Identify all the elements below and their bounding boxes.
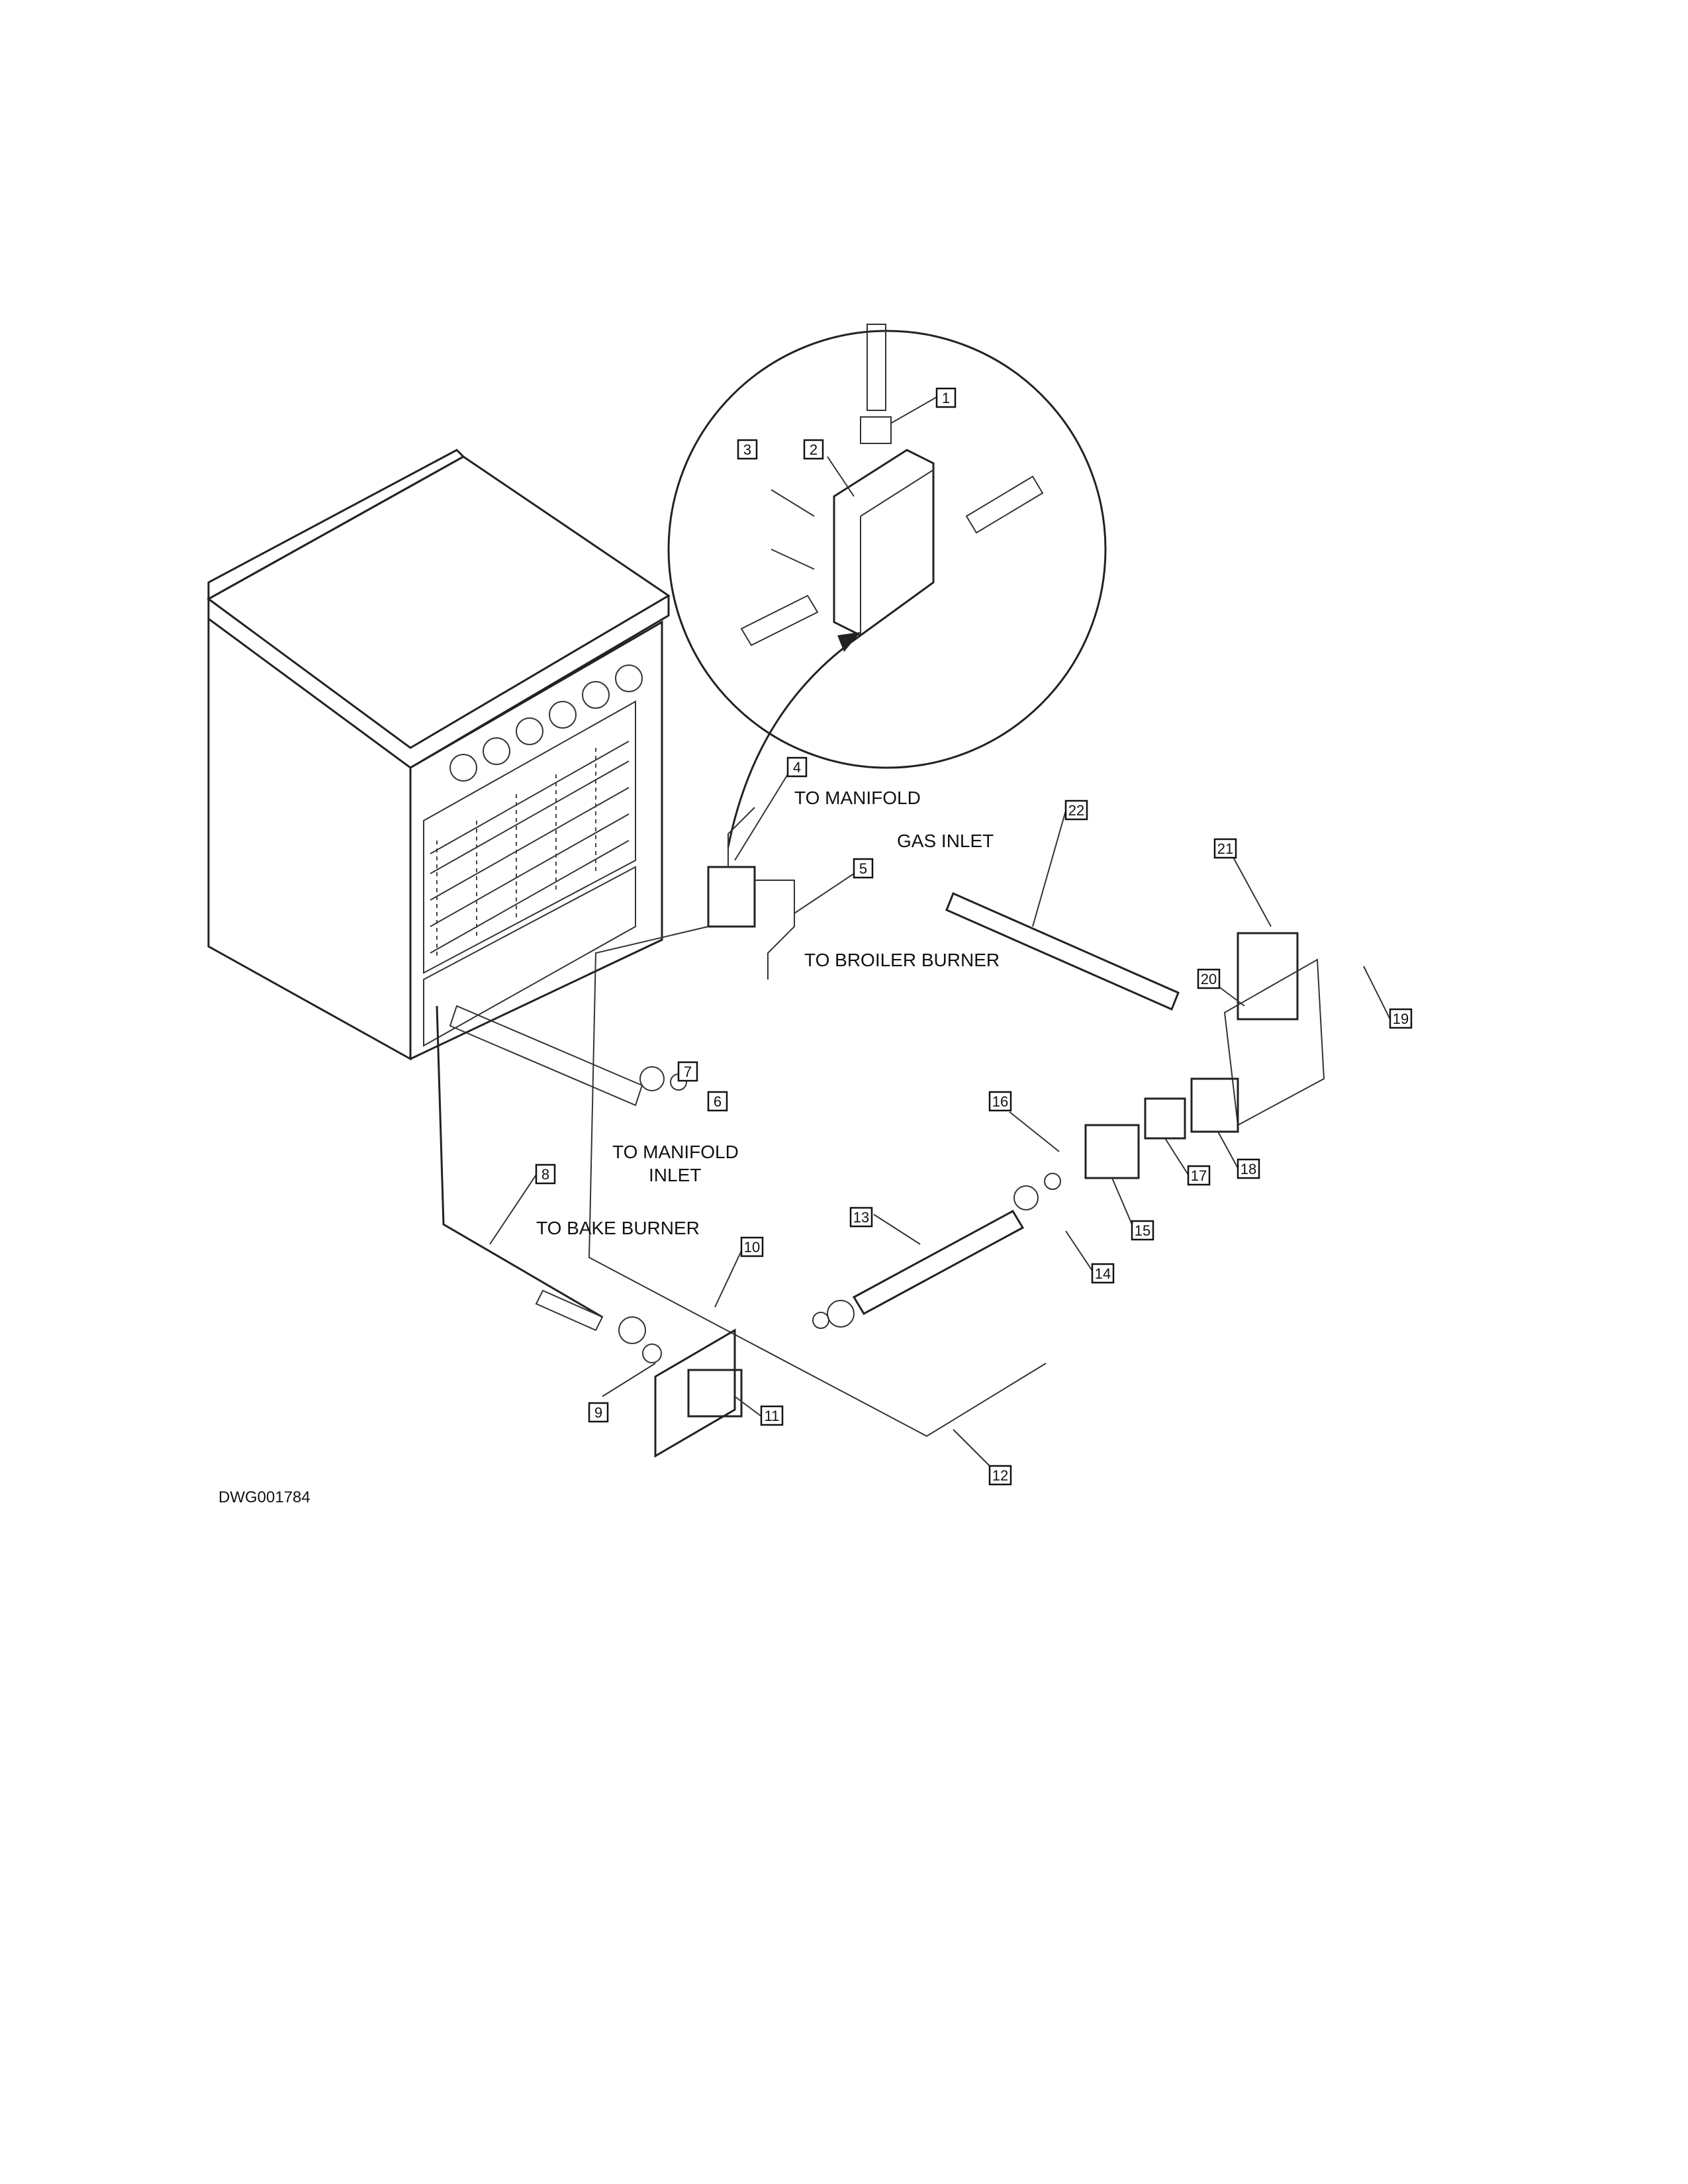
svg-text:12: 12 <box>992 1467 1008 1484</box>
svg-text:6: 6 <box>714 1093 722 1110</box>
callout-13: 13 <box>849 1206 921 1245</box>
svg-text:1: 1 <box>942 390 950 406</box>
range-illustration <box>207 449 671 1061</box>
callout-21: 21 <box>1213 838 1272 927</box>
callout-9: 9 <box>588 1363 656 1423</box>
callout-2: 2 <box>803 439 855 497</box>
callout-17: 17 <box>1164 1138 1211 1186</box>
callout-16: 16 <box>988 1091 1060 1152</box>
callout-14: 14 <box>1065 1230 1115 1284</box>
callout-7a: 7 <box>677 1061 698 1082</box>
valve-detail-circle <box>667 324 1107 848</box>
gas-piping <box>436 807 1325 1458</box>
callout-4: 4 <box>734 756 808 861</box>
svg-text:3: 3 <box>743 441 751 458</box>
callout-10: 10 <box>714 1236 764 1308</box>
label-gas-inlet: GAS INLET <box>897 831 994 851</box>
svg-text:11: 11 <box>765 1408 780 1424</box>
svg-text:14: 14 <box>1095 1265 1111 1282</box>
callout-22: 22 <box>1032 799 1088 927</box>
callout-20: 20 <box>1197 968 1245 1007</box>
callout-12: 12 <box>953 1429 1012 1486</box>
callout-15: 15 <box>1111 1177 1154 1241</box>
svg-text:15: 15 <box>1135 1222 1150 1239</box>
svg-text:8: 8 <box>541 1166 549 1183</box>
svg-text:9: 9 <box>594 1404 602 1421</box>
svg-text:10: 10 <box>744 1239 760 1255</box>
oven-racks <box>430 741 630 960</box>
svg-text:2: 2 <box>810 441 818 458</box>
drawing-number: DWG001784 <box>218 1488 310 1506</box>
svg-text:21: 21 <box>1217 841 1233 857</box>
callout-11: 11 <box>734 1396 784 1426</box>
callout-19: 19 <box>1363 966 1413 1029</box>
label-to-manifold-inlet-2: INLET <box>649 1165 701 1185</box>
callout-1: 1 <box>890 387 957 424</box>
label-to-manifold-inlet-1: TO MANIFOLD <box>612 1142 739 1162</box>
svg-text:5: 5 <box>859 860 867 877</box>
svg-text:7: 7 <box>684 1064 692 1080</box>
svg-text:13: 13 <box>853 1209 869 1226</box>
label-to-manifold: TO MANIFOLD <box>794 788 921 808</box>
svg-text:19: 19 <box>1393 1011 1409 1027</box>
control-knobs <box>449 664 643 782</box>
svg-text:22: 22 <box>1068 802 1084 819</box>
svg-text:16: 16 <box>992 1093 1008 1110</box>
label-to-bake-burner: TO BAKE BURNER <box>536 1218 700 1238</box>
label-to-broiler-burner: TO BROILER BURNER <box>804 950 1000 970</box>
callout-3a: 3 <box>737 439 758 460</box>
svg-text:17: 17 <box>1191 1167 1207 1184</box>
svg-text:4: 4 <box>793 759 801 776</box>
callout-18: 18 <box>1217 1131 1260 1179</box>
svg-text:18: 18 <box>1241 1161 1256 1177</box>
callout-5: 5 <box>794 858 874 914</box>
callout-8: 8 <box>489 1163 556 1245</box>
svg-text:20: 20 <box>1201 971 1217 987</box>
callout-6a: 6 <box>707 1091 728 1112</box>
